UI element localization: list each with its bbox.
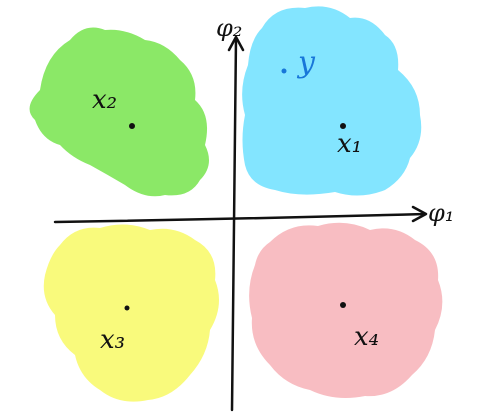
point-x3 [124,305,130,311]
cluster-label-x1: x₁ [337,129,362,159]
cluster-label-x3: x₃ [100,325,125,355]
point-x1 [340,123,346,129]
x-axis [53,212,427,224]
cluster-blob-x1 [242,6,422,196]
cluster-label-x2: x₂ [92,85,117,115]
cluster-blob-x2 [29,27,210,197]
cluster-blob-x4 [249,222,443,398]
query-point-label: y [296,45,316,80]
point-x4 [340,302,346,308]
x-axis-arrowhead [411,205,428,223]
cluster-blob-x3 [43,224,219,402]
query-point [281,68,287,74]
y-axis [230,36,238,412]
x-axis-label: φ₁ [428,199,454,227]
y-axis-arrowhead [227,35,245,52]
point-x2 [129,123,135,129]
y-axis-label: φ₂ [216,14,242,42]
cluster-label-x4: x₄ [354,322,379,352]
